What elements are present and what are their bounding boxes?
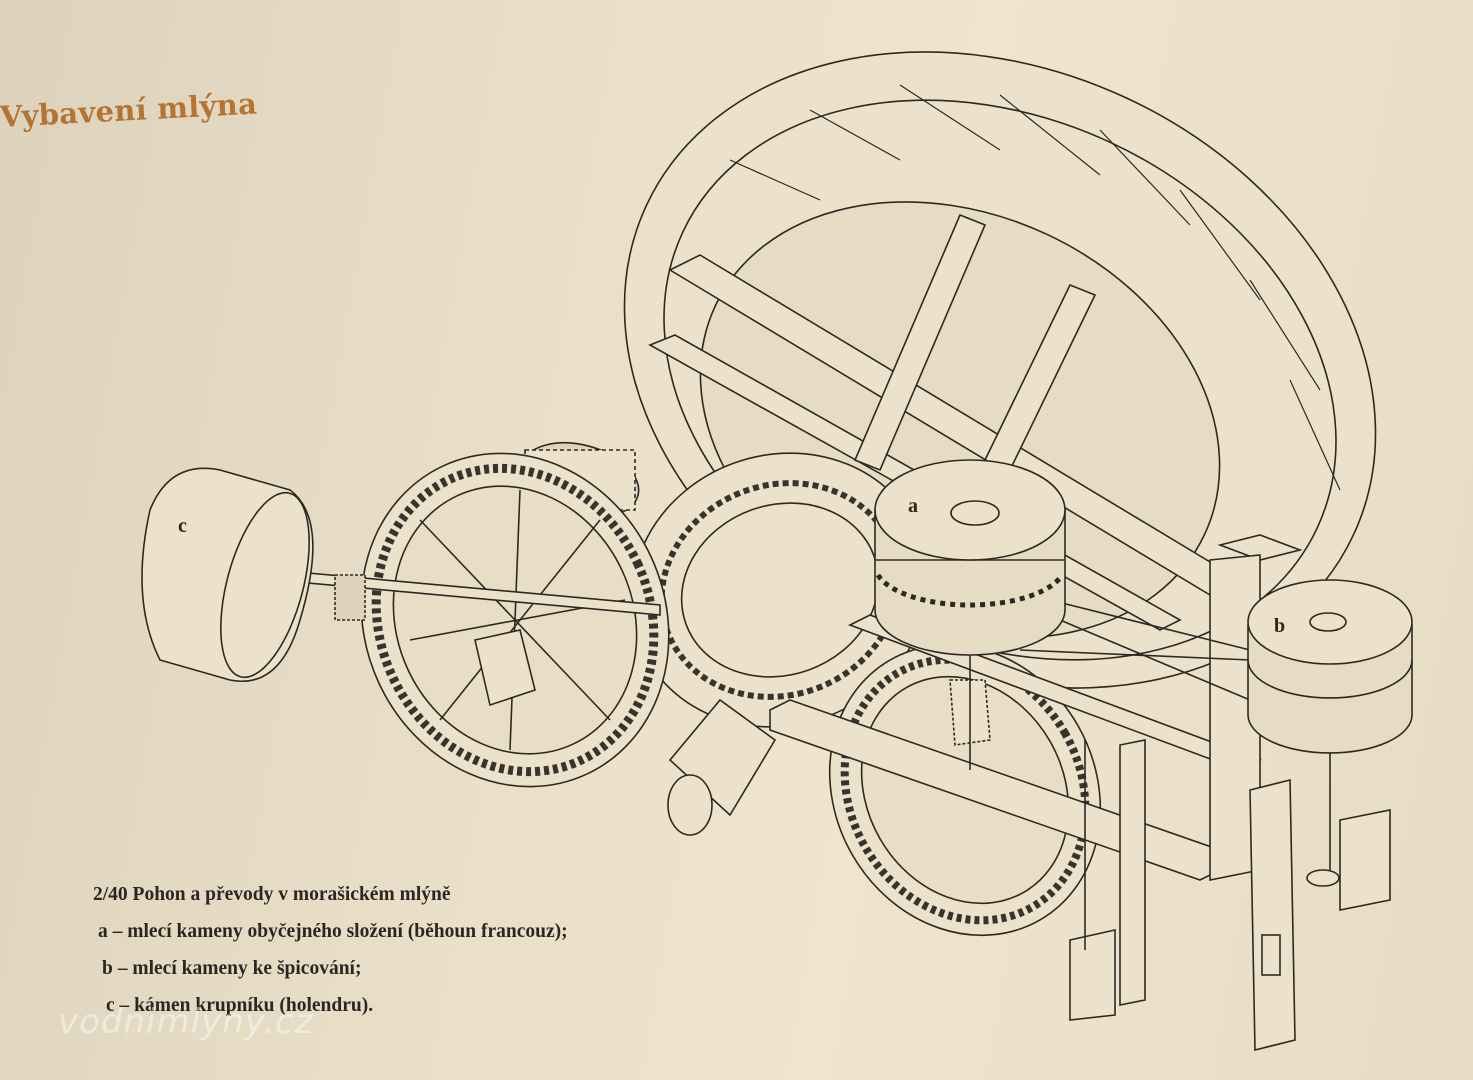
millstone-b: b (1247, 579, 1413, 754)
caption-item-c: c – kámen krupníku (holendru). (106, 995, 374, 1016)
caption-item-b: b – mlecí kameny ke špicování; (102, 958, 362, 979)
label-a: a (908, 495, 918, 517)
millstone-a: a (874, 459, 1066, 770)
figure-caption: 2/40 Pohon a převody v morašickém mlýně … (93, 876, 568, 1024)
label-c: c (178, 515, 187, 537)
drive-belt (1019, 599, 1251, 701)
watermark: vodnimlyny.cz (58, 1002, 314, 1042)
caption-title: 2/40 Pohon a převody v morašickém mlýně (93, 884, 451, 905)
crown-wheel-left (360, 452, 670, 788)
hulling-stone-c: c (141, 467, 661, 682)
caption-item-a: a – mlecí kameny obyčejného složení (běh… (98, 921, 568, 942)
label-b: b (1274, 615, 1285, 637)
lower-bearing-cylinder (667, 698, 777, 836)
